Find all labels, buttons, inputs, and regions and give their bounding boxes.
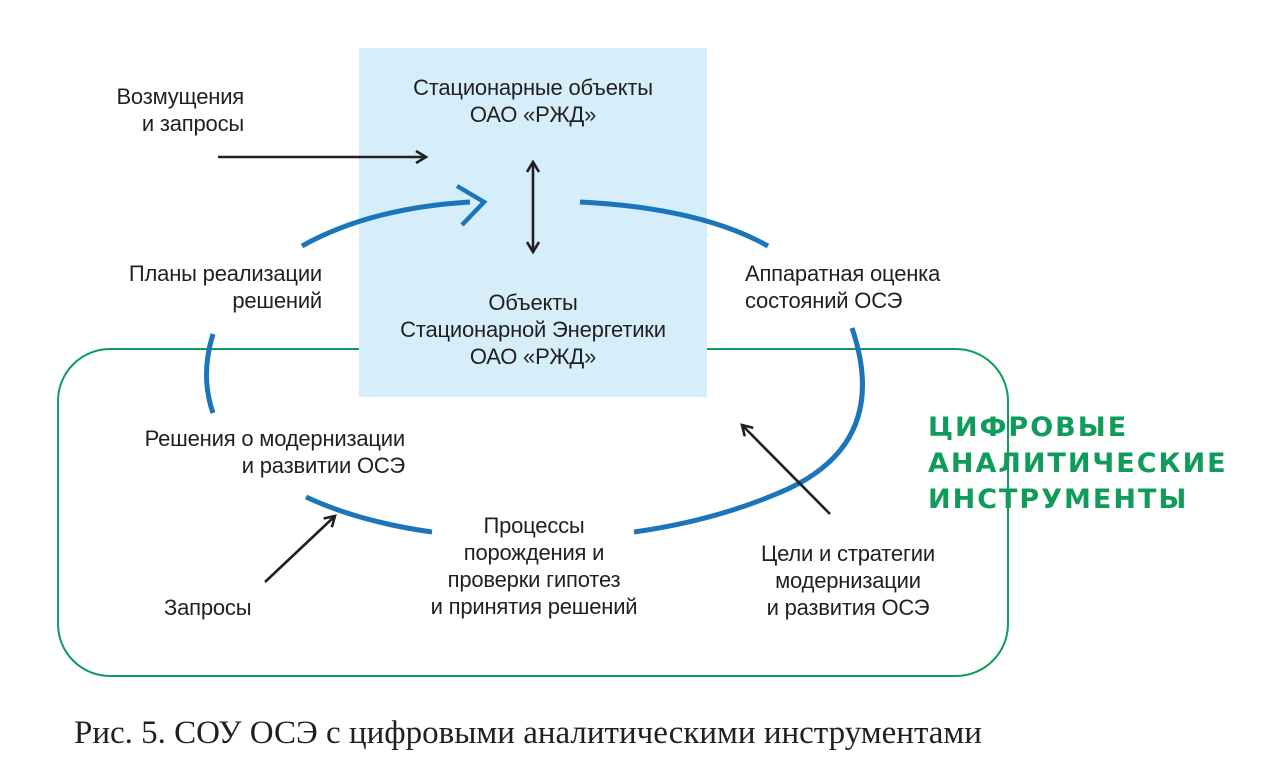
cycle-arrowhead-plans — [455, 184, 488, 227]
node-stationary-objects-line-1: Стационарные объекты — [413, 75, 653, 100]
arrow-requests — [264, 516, 335, 583]
node-disturbances: Возмущения и запросы — [60, 83, 244, 137]
node-hardware-assessment-line-2: состояний ОСЭ — [745, 288, 903, 313]
node-plans-line-1: Планы реализации — [128, 261, 322, 286]
node-plans: Планы реализации решений — [60, 260, 322, 314]
node-stationary-objects-line-2: ОАО «РЖД» — [469, 102, 597, 127]
node-plans-line-2: решений — [232, 288, 322, 313]
node-decisions-line-2: и развитии ОСЭ — [241, 453, 405, 478]
cycle-arc-plans-to-stationary — [300, 199, 471, 249]
node-energy-objects-line-1: Объекты — [488, 290, 578, 315]
node-processes: Процессы порождения и проверки гипотез и… — [398, 512, 670, 620]
node-hardware-assessment-line-1: Аппаратная оценка — [745, 261, 941, 286]
node-decisions-line-1: Решения о модернизации — [144, 426, 406, 451]
node-disturbances-line-1: Возмущения — [116, 84, 244, 109]
cycle-arc-decisions-to-plans — [204, 333, 216, 414]
node-requests: Запросы — [164, 594, 284, 621]
node-goals: Цели и стратегии модернизации и развития… — [728, 540, 968, 621]
digital-tools-label: ЦИФРОВЫЕ АНАЛИТИЧЕСКИЕ ИНСТРУМЕНТЫ — [928, 410, 1228, 518]
digital-tools-line-1: ЦИФРОВЫЕ — [928, 412, 1129, 443]
node-goals-line-3: и развития ОСЭ — [766, 595, 930, 620]
node-decisions: Решения о модернизации и развитии ОСЭ — [60, 425, 406, 479]
node-goals-line-1: Цели и стратегии — [761, 541, 935, 566]
node-stationary-objects: Стационарные объекты ОАО «РЖД» — [382, 74, 684, 128]
node-disturbances-line-2: и запросы — [141, 111, 244, 136]
figure-caption: Рис. 5. СОУ ОСЭ с цифровыми аналитически… — [74, 715, 982, 751]
node-energy-objects-line-3: ОАО «РЖД» — [469, 344, 597, 369]
digital-tools-line-2: АНАЛИТИЧЕСКИЕ — [928, 448, 1228, 479]
node-processes-line-1: Процессы — [483, 513, 585, 538]
node-processes-line-2: порождения и — [463, 540, 605, 565]
node-processes-line-3: проверки гипотез — [447, 567, 621, 592]
node-processes-line-4: и принятия решений — [430, 594, 638, 619]
node-energy-objects-line-2: Стационарной Энергетики — [400, 317, 666, 342]
digital-tools-line-3: ИНСТРУМЕНТЫ — [928, 484, 1189, 515]
node-requests-line-1: Запросы — [164, 595, 252, 620]
arrow-goals — [742, 425, 831, 515]
node-energy-objects: Объекты Стационарной Энергетики ОАО «РЖД… — [362, 289, 704, 370]
node-goals-line-2: модернизации — [775, 568, 921, 593]
cycle-arc-assessment-to-processes — [633, 327, 865, 535]
node-hardware-assessment: Аппаратная оценка состояний ОСЭ — [745, 260, 995, 314]
cycle-arc-processes-to-decisions — [304, 494, 433, 535]
cycle-arc-stationary-to-assessment — [579, 199, 770, 249]
